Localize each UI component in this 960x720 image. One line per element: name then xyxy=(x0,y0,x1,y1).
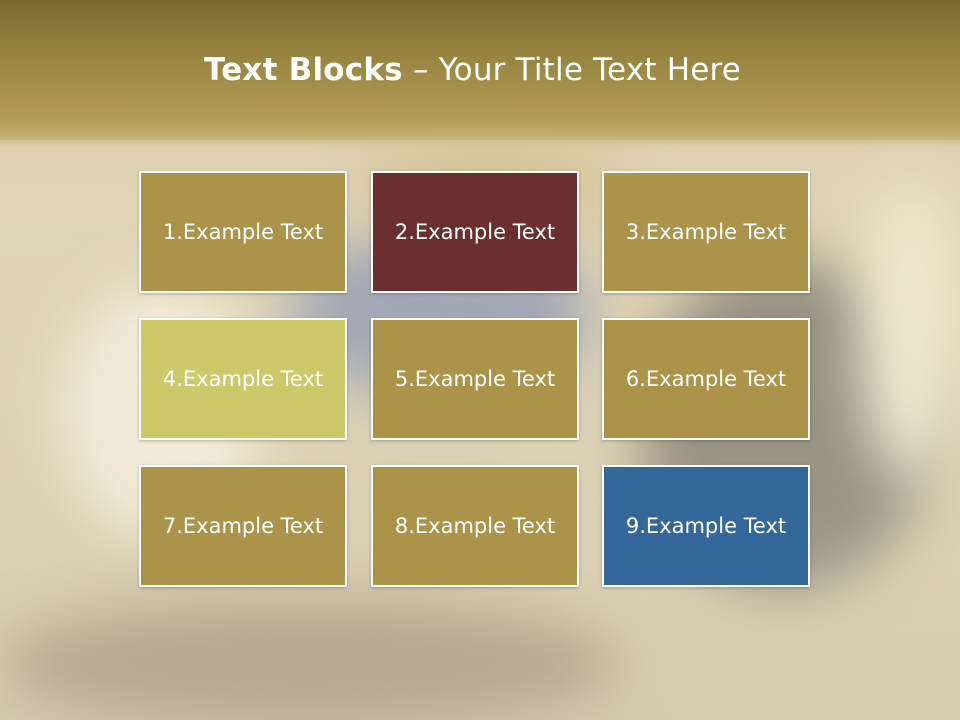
title-text: Your Title Text Here xyxy=(438,52,742,88)
text-block-6[interactable]: 6.Example Text xyxy=(602,318,810,440)
slide-title: Text Blocks – Your Title Text Here xyxy=(0,52,945,88)
text-block-label: 4.Example Text xyxy=(162,367,324,391)
background-blur-shape xyxy=(0,600,620,720)
background-blur-shape xyxy=(860,180,960,480)
text-block-8[interactable]: 8.Example Text xyxy=(371,465,579,587)
header-band: Text Blocks – Your Title Text Here xyxy=(0,0,960,140)
text-block-9[interactable]: 9.Example Text xyxy=(602,465,810,587)
text-block-7[interactable]: 7.Example Text xyxy=(139,465,347,587)
text-block-label: 3.Example Text xyxy=(625,220,787,244)
text-block-3[interactable]: 3.Example Text xyxy=(602,171,810,293)
text-block-label: 7.Example Text xyxy=(162,514,324,538)
text-block-label: 6.Example Text xyxy=(625,367,787,391)
text-block-label: 1.Example Text xyxy=(162,220,324,244)
text-block-label: 5.Example Text xyxy=(394,367,556,391)
text-block-label: 9.Example Text xyxy=(625,514,787,538)
text-block-2[interactable]: 2.Example Text xyxy=(371,171,579,293)
text-block-label: 8.Example Text xyxy=(394,514,556,538)
text-block-5[interactable]: 5.Example Text xyxy=(371,318,579,440)
text-block-4[interactable]: 4.Example Text xyxy=(139,318,347,440)
text-block-1[interactable]: 1.Example Text xyxy=(139,171,347,293)
title-separator: – xyxy=(402,52,439,88)
text-block-label: 2.Example Text xyxy=(394,220,556,244)
title-bold-part: Text Blocks xyxy=(203,52,403,88)
